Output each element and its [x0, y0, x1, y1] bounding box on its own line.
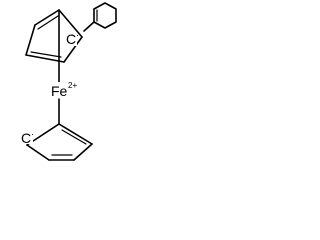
lower-ring-double-bond [61, 129, 87, 145]
cyclohexene-ring [93, 2, 117, 29]
lower-ring-bond [26, 144, 50, 161]
upper-ring-bond [25, 54, 65, 63]
ferrocene-structure: Fe 2+ C · C · [21, 2, 117, 161]
upper-carbanion-background [65, 32, 77, 46]
upper-carbanion-charge: · [76, 30, 79, 40]
upper-ring-double-bond [30, 51, 62, 58]
upper-carbanion-label: C [66, 31, 76, 47]
iron-atom-label: Fe [51, 83, 68, 99]
lower-cyclopentadienyl-ring [26, 123, 93, 161]
iron-charge-label: 2+ [68, 81, 77, 90]
fe-label-background [48, 82, 70, 98]
lower-carbanion-background [21, 130, 33, 144]
cyclohexenyl-group [83, 2, 117, 32]
upper-ring-bond [34, 9, 60, 26]
lower-ring-bond [58, 123, 93, 145]
upper-cyclopentadienyl-ring [25, 9, 83, 63]
upper-ring-bond [25, 24, 36, 56]
upper-ring-bond [58, 9, 83, 38]
lower-carbanion-label: C [21, 130, 31, 146]
substituent-bond [83, 21, 95, 32]
lower-ring-bond [73, 143, 93, 161]
lower-carbanion-charge: · [31, 129, 34, 139]
upper-ring-bond [63, 36, 83, 63]
upper-ring-double-bond [37, 15, 59, 30]
